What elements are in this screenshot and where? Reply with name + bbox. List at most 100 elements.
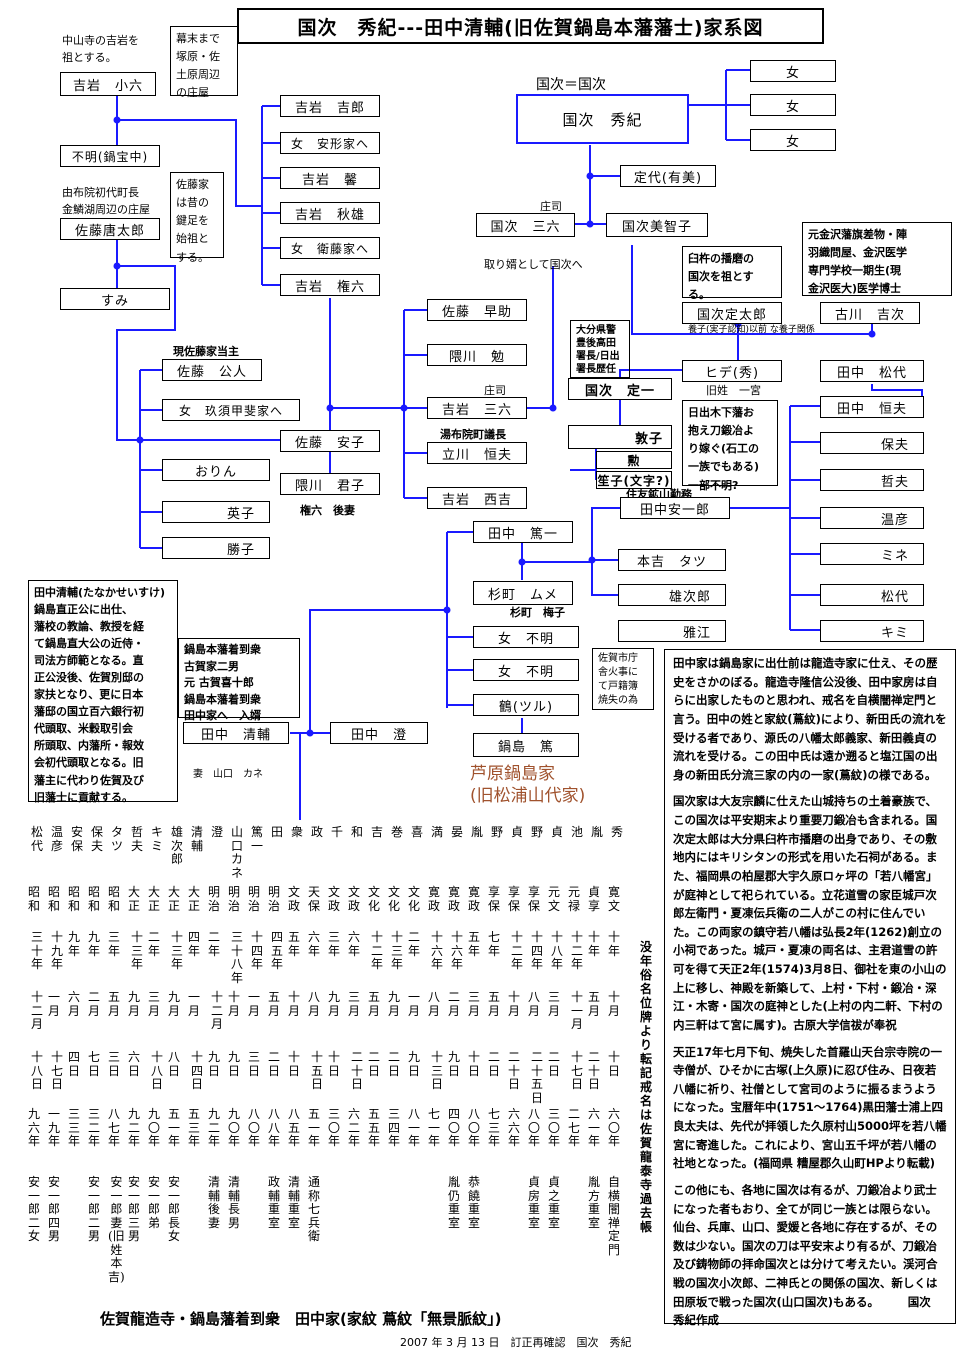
grid-cell-mo: 十一月 [570,990,583,1031]
grid-cell-mo: 九月 [168,990,181,1018]
grid-cell-mo: 二月 [448,990,461,1018]
grid-cell-era: 文化 [408,885,421,913]
person-onna-fumei-2[interactable]: 女 不明 [473,659,579,681]
person-sato-kimiko[interactable]: 佐藤 公人 [162,359,262,381]
person-orin[interactable]: おりん [162,459,270,481]
person-yoshiiwa-akio[interactable]: 吉岩 秋雄 [280,202,380,224]
person-tanaka-matsuyo[interactable]: 田中 松代 [820,360,924,382]
note-seisuke: 田中清輔(たなかせいすけ) 鍋島直正公に出仕、 藩校の教論、教授を経 て鍋島直大… [28,580,178,804]
grid-cell-dy: 二十日 [350,1050,363,1091]
note-honhan: 鍋島本藩着到衆 古賀家二男 元 古賀喜十郎 鍋島本藩着到衆 田中家へ 入婿 [178,638,300,722]
history-tensho: 天正17年七月下旬、焼失した首羅山天台宗寺院の一寺僧が、ひそかに古塚(上久原)に… [673,1044,947,1171]
person-yoshiiwa-kichiro[interactable]: 吉岩 吉郎 [280,95,380,117]
person-yoshiiwa-koroku[interactable]: 吉岩 小六 [60,72,156,96]
note-kunitsugu-eq: 国次＝国次 [536,77,606,93]
person-tachikawa-tsuneo[interactable]: 立川 恒夫 [427,442,527,464]
person-kumakawa-tsutomu[interactable]: 隈川 勉 [427,344,527,366]
person-onna-ei[interactable]: 女 衛藤家へ [280,237,380,259]
person-tanako[interactable]: 笙子(文字?) [596,471,672,489]
person-onna-3[interactable]: 女 [750,129,836,151]
grid-cell-dy: 二十日 [508,1050,521,1091]
person-yoshiiwa-sanroku[interactable]: 吉岩 三六 [427,397,527,419]
person-onna-fumei-1[interactable]: 女 不明 [473,626,579,648]
grid-cell-name: キミ [150,825,163,853]
person-kumakawa-kimiko[interactable]: 隈川 君子 [280,473,380,495]
grid-cell-dy: 十日 [328,1050,341,1078]
grid-cell-yr: 四年 [188,930,201,958]
grid-cell-mo: 十月 [608,990,621,1018]
grid-cell-yr: 十四年 [250,930,263,971]
person-tanaka-yasuichiro[interactable]: 田中安一郎 [620,497,730,519]
person-atsuko[interactable]: 敦子 [568,425,672,449]
grid-cell-age: 八〇年 [248,1107,261,1148]
grid-cell-age: 六二年 [348,1107,361,1148]
person-mine[interactable]: ミネ [820,543,924,565]
person-kimi[interactable]: キミ [820,620,924,642]
grid-cell-era: 昭和 [48,885,61,913]
grid-column: 清輔大正四年一月十四日五三年 [188,825,206,1147]
grid-cell-rel: 通称七兵衛 [308,1175,321,1243]
person-hide[interactable]: ヒデ(秀) [682,360,782,382]
note-nakayama: 中山寺の吉岩を 祖とする。 [62,34,139,65]
person-sumi[interactable]: すみ [60,288,170,310]
person-onna-2[interactable]: 女 [750,94,836,116]
grid-cell-rel: 安一郎妻(旧姓本吉) [108,1175,125,1284]
person-atsuhiko[interactable]: 温彦 [820,507,924,529]
person-yasuo[interactable]: 保夫 [820,432,924,454]
grid-cell-name: 松代 [30,825,43,853]
person-onna-kusu[interactable]: 女 玖須甲斐家へ [162,399,300,421]
grid-cell-dy: 十八日 [150,1050,163,1091]
person-tanaka-tsuneo[interactable]: 田中 恒夫 [820,396,924,418]
grid-cell-yr: 七年 [488,930,501,958]
person-yujiro[interactable]: 雄次郎 [618,584,726,606]
person-onna-1[interactable]: 女 [750,60,836,82]
person-isamu[interactable]: 勲 [596,451,672,469]
grid-cell-age: 三〇年 [328,1107,341,1148]
grid-cell-age: 二七年 [568,1107,581,1148]
grid-cell-yr: 四五年 [270,930,283,971]
person-sugimachi-mume[interactable]: 杉町 ムメ [473,581,573,605]
person-kunitsugi-sadataro[interactable]: 国次定太郎 [682,302,782,324]
grid-cell-age: 三四年 [388,1107,401,1148]
grid-cell-dy: 九日 [448,1050,461,1078]
grid-cell-age: 九〇年 [148,1107,161,1148]
person-furukawa-kichiji[interactable]: 古川 吉次 [820,302,920,324]
note-matsura: (旧松浦山代家) [470,786,586,806]
person-masae[interactable]: 雅江 [618,620,726,642]
person-eiko[interactable]: 英子 [162,501,270,523]
grid-cell-era: 昭和 [108,885,121,913]
grid-cell-age: 一九年 [48,1107,61,1148]
person-sadayo[interactable]: 定代(有美) [620,165,716,187]
person-yoshiiwa-nishiyoshi[interactable]: 吉岩 西吉 [427,487,527,509]
person-tanaka-tokuichi[interactable]: 田中 篤一 [473,521,573,543]
grid-cell-name: 温彦 [50,825,63,853]
person-sato-hayasuke[interactable]: 佐藤 早助 [427,299,527,321]
grid-column: 田明治四五年五月二日八八年政輔重室 [268,825,286,1229]
grid-column: 貞元文十八年三月二日三〇年貞之重室 [548,825,566,1229]
grid-column: 満寛政十六年八月十三日七一年 [428,825,446,1147]
person-yoshiiwa-gonroku[interactable]: 吉岩 権六 [280,274,380,296]
person-tanaka-kiyoshi[interactable]: 田中 澄 [330,722,428,744]
person-kunitsugi-hideki[interactable]: 国次 秀紀 [516,94,689,144]
grid-cell-mo: 八月 [308,990,321,1018]
person-katsuko[interactable]: 勝子 [162,537,270,559]
grid-cell-name: 雄次郎 [170,825,183,866]
grid-cell-era: 明治 [228,885,241,913]
person-sato-yasuko[interactable]: 佐藤 安子 [280,430,380,452]
person-sato-karataro[interactable]: 佐藤唐太郎 [60,218,160,240]
grid-cell-rel: 政輔重室 [268,1175,281,1230]
person-matsuyo-2[interactable]: 松代 [820,584,924,606]
grid-cell-era: 明治 [208,885,221,913]
grid-column: 晏寛政十六年二月九日四〇年胤仍重室 [448,825,466,1229]
person-kunitsugi-michiko[interactable]: 国次美智子 [606,213,708,237]
person-tetsuo[interactable]: 哲夫 [820,469,924,491]
person-fumei[interactable]: 不明(鍋宝中) [60,145,160,167]
person-tsuru[interactable]: 鶴(ツル) [473,694,579,716]
person-kunitsugi-sadaichi[interactable]: 国次 定一 [568,378,672,400]
person-nabeshima-atsushi[interactable]: 鍋島 篤 [473,733,579,757]
person-onna-yasukata[interactable]: 女 安形家へ [280,132,380,154]
person-yoshiiwa-kei[interactable]: 吉岩 馨 [280,167,380,189]
person-motoyoshi-tatsu[interactable]: 本吉 タツ [618,549,726,571]
person-tanaka-seisuke[interactable]: 田中 清輔 [183,722,289,744]
person-kunitsugi-sanroku[interactable]: 国次 三六 [476,213,575,237]
